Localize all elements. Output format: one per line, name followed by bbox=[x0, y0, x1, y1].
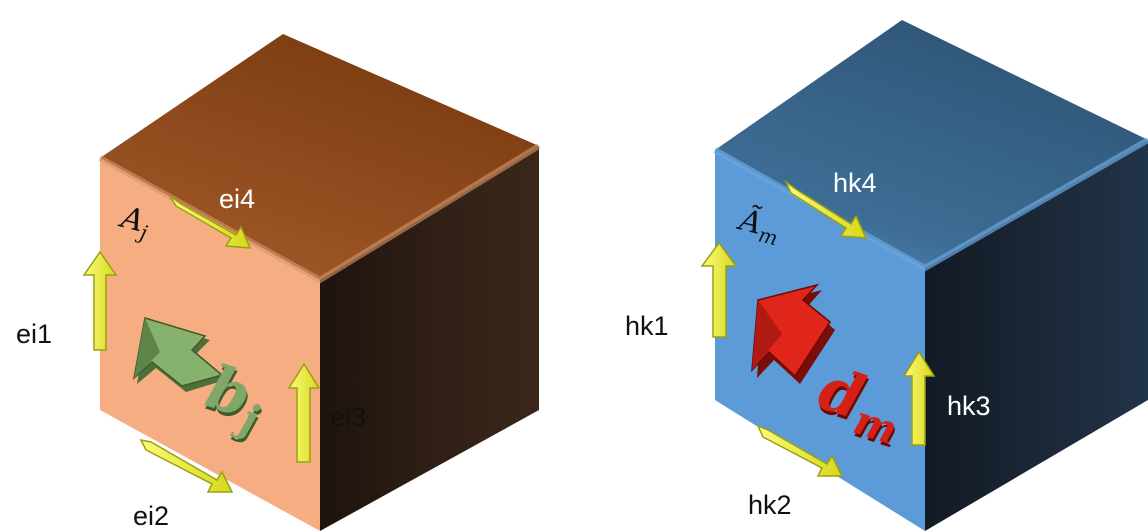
left-cube bbox=[82, 34, 541, 531]
vector-arrow-b bbox=[132, 317, 225, 392]
right-cube bbox=[700, 20, 1148, 531]
edge-arrow-hk4 bbox=[784, 179, 868, 239]
edge-label-hk2: hk2 bbox=[748, 490, 792, 520]
vector-arrow-d bbox=[751, 283, 835, 384]
edge-arrow-hk1 bbox=[700, 241, 738, 338]
edge-label-ei1: ei1 bbox=[16, 319, 53, 349]
edge-arrow-hk2 bbox=[756, 424, 844, 477]
edge-arrow-hk3 bbox=[902, 350, 936, 446]
edge-label-ei2: ei2 bbox=[133, 501, 170, 531]
edge-label-hk1: hk1 bbox=[625, 311, 669, 341]
edge-label-ei4: ei4 bbox=[219, 184, 256, 214]
edge-arrow-ei2 bbox=[139, 438, 234, 493]
left-cube-side-face bbox=[320, 146, 539, 531]
edge-arrow-ei1 bbox=[82, 250, 118, 351]
edge-label-hk3: hk3 bbox=[947, 391, 991, 421]
edge-label-ei3: ei3 bbox=[330, 402, 367, 432]
edge-arrow-ei4 bbox=[169, 195, 252, 249]
edge-label-hk4: hk4 bbox=[833, 168, 877, 198]
edge-arrow-ei3 bbox=[287, 362, 321, 463]
